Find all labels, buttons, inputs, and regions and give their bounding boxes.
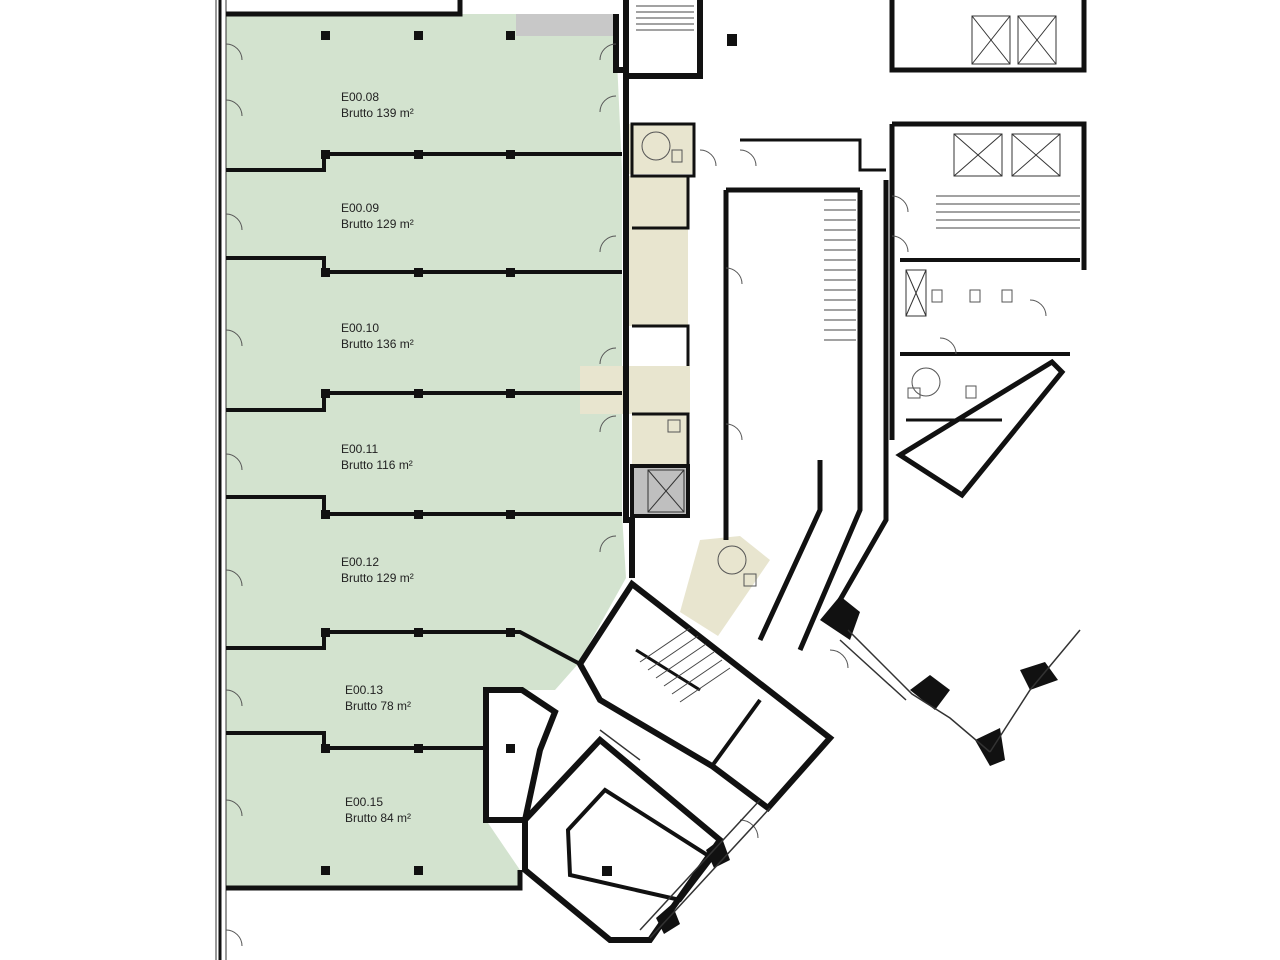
service-areas: [516, 14, 770, 636]
unit-label-e00-15-area: Brutto 84 m²: [345, 811, 411, 825]
fixtures: [641, 131, 1013, 587]
unit-label-e00-09-area: Brutto 129 m²: [341, 217, 414, 231]
unit-label-e00-12-area: Brutto 129 m²: [341, 571, 414, 585]
unit-label-e00-11-area: Brutto 116 m²: [341, 458, 413, 472]
shaft-top: [516, 14, 614, 36]
room-labels: E00.08 Brutto 139 m² E00.09 Brutto 129 m…: [341, 90, 414, 825]
stairs: [636, 5, 1080, 703]
service-lobby: [580, 366, 690, 414]
unit-label-e00-08-area: Brutto 139 m²: [341, 106, 414, 120]
service-wc-1: [628, 124, 694, 174]
elevator-shafts: [647, 15, 1061, 513]
unit-label-e00-12-id: E00.12: [341, 555, 379, 569]
unit-label-e00-08-id: E00.08: [341, 90, 379, 104]
elevator-car: [632, 466, 688, 516]
unit-area-e00-15[interactable]: [226, 748, 520, 888]
door-swings: [225, 43, 1047, 947]
service-corridor-1: [628, 176, 688, 326]
unit-area-e00-11[interactable]: [226, 393, 622, 514]
service-wc-2: [632, 414, 688, 466]
unit-area-e00-08[interactable]: [226, 14, 622, 170]
facade-right: [599, 629, 1081, 939]
unit-label-e00-13-area: Brutto 78 m²: [345, 699, 411, 713]
unit-area-e00-13[interactable]: [226, 632, 578, 748]
unit-area-e00-12[interactable]: [226, 514, 626, 664]
service-wc-3: [680, 536, 770, 636]
unit-label-e00-15-id: E00.15: [345, 795, 383, 809]
facade-left: [215, 0, 227, 960]
unit-area-e00-09[interactable]: [226, 170, 622, 272]
unit-label-e00-11-id: E00.11: [341, 442, 378, 456]
rental-units: [226, 14, 626, 888]
unit-area-e00-10[interactable]: [226, 272, 622, 393]
unit-label-e00-10-id: E00.10: [341, 321, 379, 335]
unit-label-e00-09-id: E00.09: [341, 201, 379, 215]
walls: [226, 0, 1087, 943]
unit-label-e00-13-id: E00.13: [345, 683, 383, 697]
unit-label-e00-10-area: Brutto 136 m²: [341, 337, 414, 351]
